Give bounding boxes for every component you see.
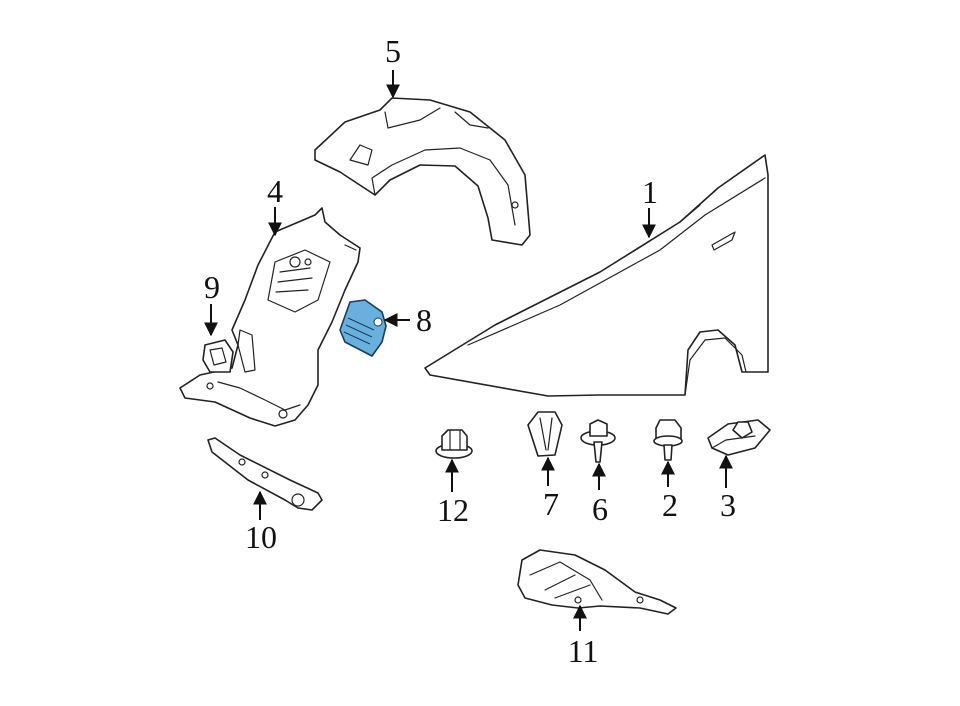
- part-2-bolt[interactable]: [653, 419, 683, 461]
- part-3-clip-nut[interactable]: [707, 419, 771, 456]
- part-12-nut[interactable]: [435, 429, 473, 459]
- part-1-fender[interactable]: [424, 154, 769, 397]
- callout-2: 2: [662, 487, 678, 523]
- callout-7: 7: [543, 486, 559, 522]
- part-10-bracket[interactable]: [207, 437, 323, 511]
- callout-5: 5: [385, 33, 401, 69]
- callout-12: 12: [437, 492, 469, 528]
- callout-11: 11: [568, 633, 599, 669]
- callout-3: 3: [720, 487, 736, 523]
- callout-arrows: [204, 70, 733, 631]
- callout-4: 4: [267, 173, 283, 209]
- part-6-screw[interactable]: [580, 419, 616, 463]
- part-11-lower-shield[interactable]: [517, 549, 677, 615]
- part-4-front-liner[interactable]: [179, 207, 361, 427]
- callout-labels: 1 2 3 4 5 6 7 8 9 10 11 12: [204, 33, 736, 669]
- callout-9: 9: [204, 269, 220, 305]
- callout-6: 6: [592, 491, 608, 527]
- part-9-clip[interactable]: [202, 339, 234, 373]
- part-7-clip[interactable]: [527, 411, 563, 457]
- part-5-upper-liner[interactable]: [314, 97, 531, 246]
- callout-10: 10: [245, 519, 277, 555]
- callout-1: 1: [642, 174, 658, 210]
- callout-8: 8: [416, 302, 432, 338]
- part-8-highlighted-shield[interactable]: [339, 299, 387, 357]
